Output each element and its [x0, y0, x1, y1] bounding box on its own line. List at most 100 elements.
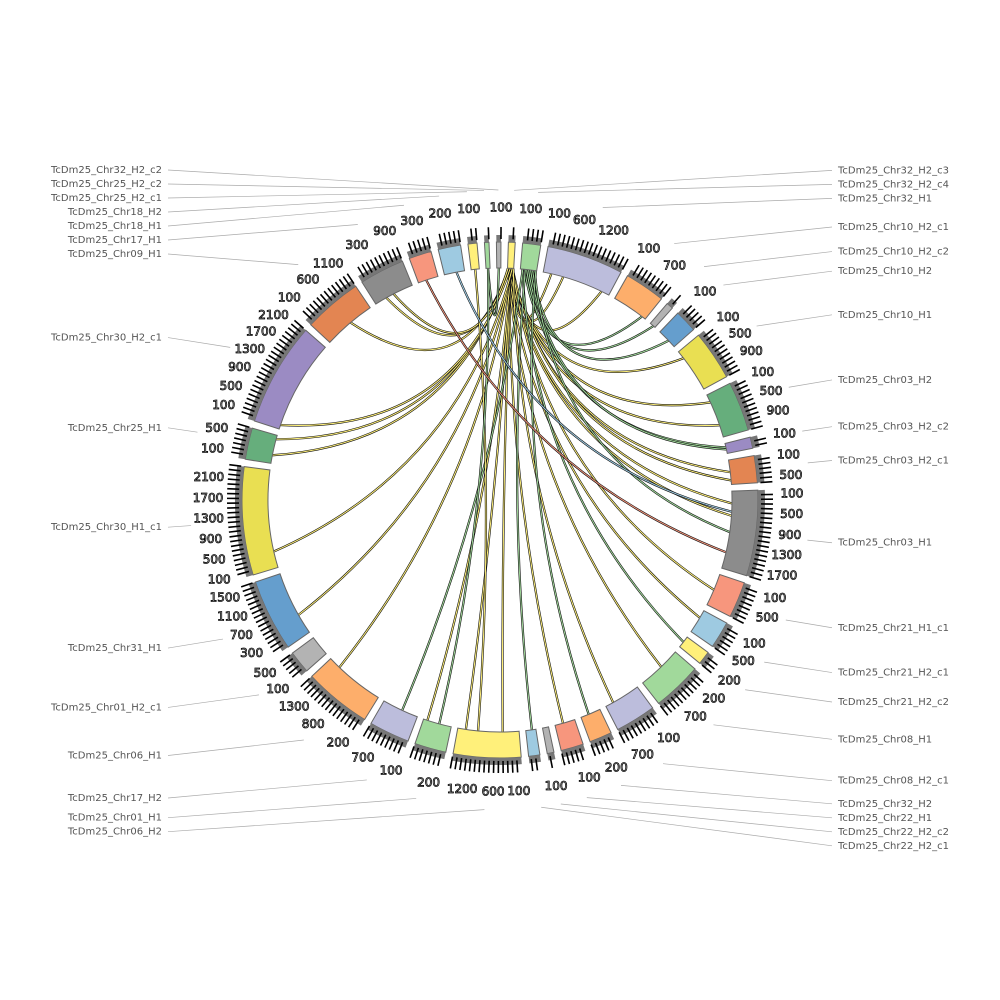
- tick-mark: [758, 461, 771, 465]
- segment-label: TcDm25_Chr10_H2_c1: [837, 222, 949, 233]
- tick-mark: [242, 586, 255, 593]
- segment-label-leader: [167, 337, 231, 348]
- link-ribbon: [280, 268, 511, 427]
- tick-mark: [437, 753, 442, 767]
- tick-mark: [638, 720, 647, 732]
- link-ribbon: [425, 279, 727, 553]
- tick-label: 100: [751, 365, 774, 379]
- tick-mark: [689, 311, 699, 322]
- tick-mark: [742, 596, 754, 602]
- segment-TcDm25_Chr10_H1: [677, 328, 741, 390]
- segment-block: [677, 334, 728, 390]
- segment-tick-band: [412, 743, 446, 760]
- tick-mark: [306, 684, 317, 695]
- segment-label-leader: [807, 460, 833, 464]
- segment-label: TcDm25_Chr18_H2: [67, 207, 162, 218]
- tick-mark: [714, 647, 726, 656]
- tick-mark: [438, 233, 443, 246]
- tick-mark: [331, 284, 340, 296]
- tick-mark: [338, 278, 348, 290]
- segment-TcDm25_Chr22_H2_c1: [525, 728, 542, 772]
- tick-mark: [423, 750, 428, 763]
- tick-mark: [647, 275, 657, 286]
- segment-block: [437, 244, 466, 276]
- tick-label: 700: [663, 258, 686, 272]
- tick-mark: [336, 708, 345, 720]
- tick-label: 600: [573, 213, 596, 227]
- tick-mark: [717, 643, 728, 652]
- segment-TcDm25_Chr10_H2_c2: [649, 294, 682, 329]
- segment-label-leader: [538, 183, 833, 193]
- tick-mark: [473, 759, 477, 772]
- tick-mark: [646, 715, 655, 727]
- segment-TcDm25_Chr30_H2_c1: [241, 319, 327, 430]
- segment-tick-band: [699, 652, 714, 668]
- segment-label: TcDm25_Chr18_H1: [67, 221, 162, 232]
- tick-mark: [570, 237, 576, 250]
- tick-label: 100: [657, 731, 680, 745]
- tick-mark: [319, 293, 329, 304]
- tick-mark: [738, 604, 751, 611]
- tick-mark: [232, 441, 245, 446]
- link-ribbon: [393, 267, 509, 334]
- tick-label: 200: [702, 691, 725, 705]
- tick-label: 1100: [313, 256, 344, 270]
- links-layer: [272, 267, 733, 732]
- segment-TcDm25_Chr01_H2_c1: [279, 637, 327, 678]
- segment-tick-band: [248, 582, 289, 652]
- tick-mark: [745, 587, 758, 593]
- segment-label: TcDm25_Chr01_H1: [67, 813, 162, 824]
- tick-mark: [561, 753, 566, 766]
- segment-label-leader: [167, 224, 358, 241]
- segment-TcDm25_Chr32_H2_c4: [519, 228, 544, 272]
- tick-mark: [719, 352, 731, 361]
- segment-TcDm25_Chr25_H2_c1: [467, 228, 480, 271]
- tick-mark: [579, 239, 585, 252]
- tick-mark: [603, 739, 610, 751]
- tick-mark: [227, 478, 240, 481]
- link-ribbon: [426, 268, 512, 721]
- tick-label: 300: [346, 238, 369, 252]
- link-ribbon: [338, 268, 512, 668]
- tick-mark: [708, 336, 720, 345]
- segment-block: [580, 708, 612, 743]
- segment-block: [706, 573, 745, 618]
- link-ribbon: [534, 270, 730, 533]
- tick-mark: [260, 624, 272, 632]
- tick-mark: [468, 759, 472, 772]
- tick-mark: [273, 346, 285, 355]
- tick-mark: [233, 437, 247, 442]
- tick-mark: [594, 742, 601, 755]
- tick-mark: [362, 725, 371, 737]
- tick-label: 100: [201, 441, 224, 455]
- tick-mark: [371, 730, 379, 742]
- tick-mark: [384, 736, 391, 748]
- tick-mark: [751, 566, 764, 572]
- tick-label: 500: [203, 552, 226, 566]
- segment-label-leader: [167, 191, 467, 199]
- tick-label: 100: [578, 771, 601, 785]
- tick-label: 100: [743, 636, 766, 650]
- tick-mark: [316, 296, 326, 307]
- tick-mark: [650, 712, 659, 724]
- link: [515, 269, 533, 730]
- link-ribbon: [401, 269, 524, 711]
- tick-mark: [587, 242, 594, 255]
- tick-mark: [745, 406, 758, 413]
- segment-TcDm25_Chr21_H2_c2: [678, 636, 718, 674]
- segment-label-leader: [167, 204, 405, 227]
- segment-label: TcDm25_Chr32_H2_c2: [50, 165, 162, 176]
- tick-label: 100: [507, 784, 530, 798]
- tick-mark: [636, 267, 644, 279]
- tick-label: 100: [490, 201, 513, 215]
- link: [511, 268, 715, 591]
- tick-label: 500: [760, 384, 783, 398]
- link: [501, 268, 512, 732]
- segment-TcDm25_Chr06_H2: [449, 727, 522, 773]
- segment-label-leader: [802, 426, 833, 432]
- link-ribbon: [502, 268, 512, 732]
- tick-mark: [644, 272, 653, 284]
- segment-TcDm25_Chr31_H1: [240, 573, 311, 653]
- tick-mark: [512, 227, 515, 240]
